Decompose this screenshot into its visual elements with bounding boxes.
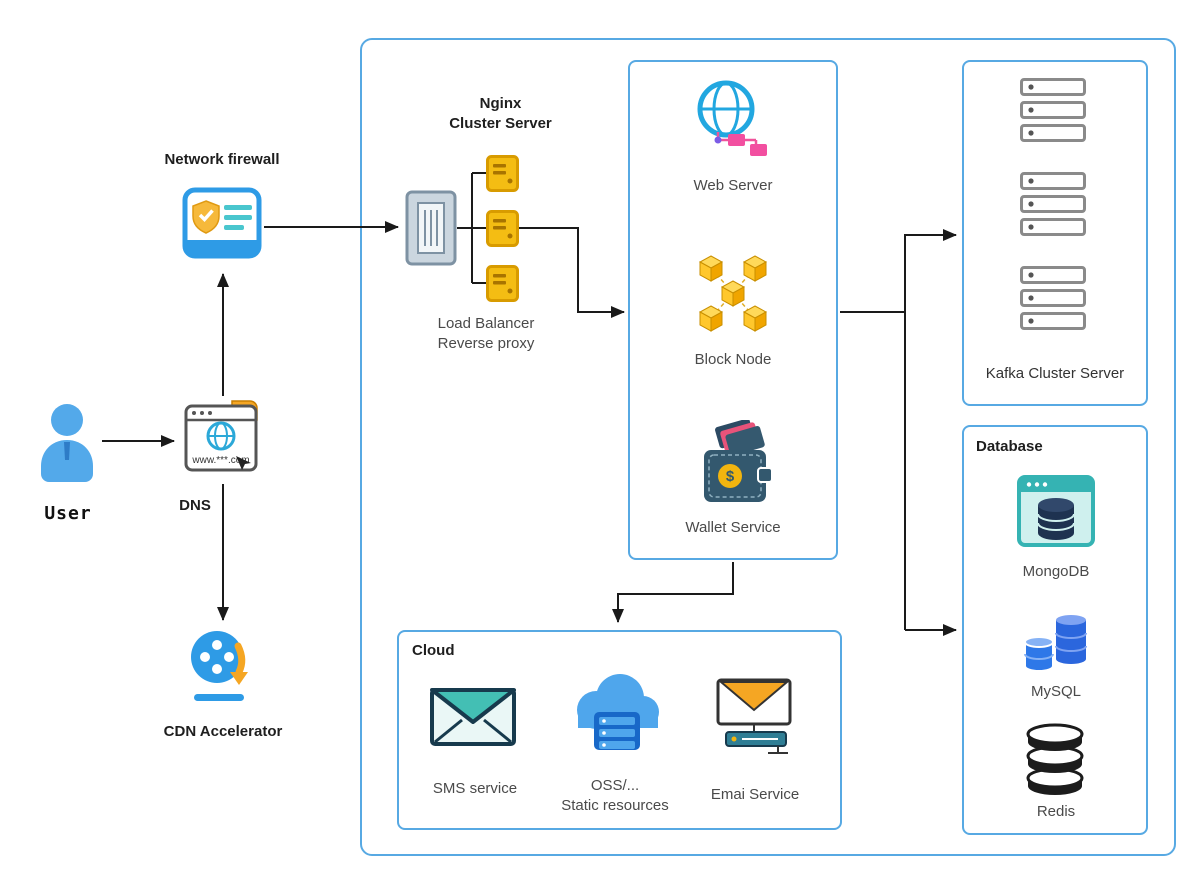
network-firewall-icon [182, 182, 262, 266]
email-service-label: Emai Service [710, 786, 800, 803]
nginx-node-icon [486, 265, 519, 302]
oss-static-resources-label: OSS/... Static resources [540, 776, 690, 817]
web-server-label: Web Server [693, 177, 773, 194]
nginx-title: Nginx Cluster Server [418, 94, 583, 135]
load-balancer-caption: Load Balancer Reverse proxy [400, 314, 572, 355]
kafka-server-icon [1020, 218, 1086, 236]
nginx-title-line1: Nginx [479, 95, 522, 112]
redis-icon [1022, 720, 1088, 796]
block-node-icon [690, 252, 776, 334]
sms-service-label: SMS service [432, 780, 518, 797]
kafka-server-icon [1020, 78, 1086, 96]
database-box-title: Database [976, 438, 1043, 455]
kafka-server-icon [1020, 266, 1086, 284]
oss-label-line1: OSS/... [590, 777, 640, 794]
kafka-server-icon [1020, 195, 1086, 213]
kafka-server-icon [1020, 101, 1086, 119]
oss-static-resources-icon [568, 668, 664, 756]
wallet-service-label: Wallet Service [685, 519, 781, 536]
cdn-icon [188, 628, 256, 702]
kafka-server-icon [1020, 124, 1086, 142]
dns-icon: www.***.com [184, 398, 262, 482]
kafka-server-icon [1020, 289, 1086, 307]
web-server-icon [688, 80, 778, 160]
load-balancer-caption-line2: Reverse proxy [437, 335, 535, 353]
kafka-server-icon [1020, 172, 1086, 190]
wallet-service-icon: $ [700, 420, 774, 508]
mongodb-label: MongoDB [1022, 563, 1090, 580]
kafka-cluster-label: Kafka Cluster Server [985, 365, 1125, 382]
cdn-label: CDN Accelerator [163, 723, 283, 740]
nginx-node-icon [486, 155, 519, 192]
dns-url-text: www.***.com [191, 455, 249, 466]
block-node-label: Block Node [694, 351, 772, 368]
nginx-title-line2: Cluster Server [449, 115, 552, 133]
nginx-node-icon [486, 210, 519, 247]
load-balancer-icon [405, 190, 457, 266]
kafka-server-icon [1020, 312, 1086, 330]
email-service-icon [712, 676, 796, 758]
dns-label: DNS [179, 497, 211, 514]
redis-label: Redis [1036, 803, 1076, 820]
mysql-label: MySQL [1030, 683, 1081, 700]
mongodb-icon [1016, 474, 1096, 558]
cloud-box-title: Cloud [412, 642, 455, 659]
mysql-icon [1020, 608, 1092, 674]
load-balancer-caption-line1: Load Balancer [437, 315, 535, 332]
user-icon [36, 402, 98, 482]
oss-label-line2: Static resources [561, 797, 669, 815]
sms-service-icon [430, 688, 516, 746]
firewall-label: Network firewall [164, 151, 280, 168]
user-label: User [44, 503, 92, 524]
wallet-dollar-glyph: $ [726, 468, 735, 485]
